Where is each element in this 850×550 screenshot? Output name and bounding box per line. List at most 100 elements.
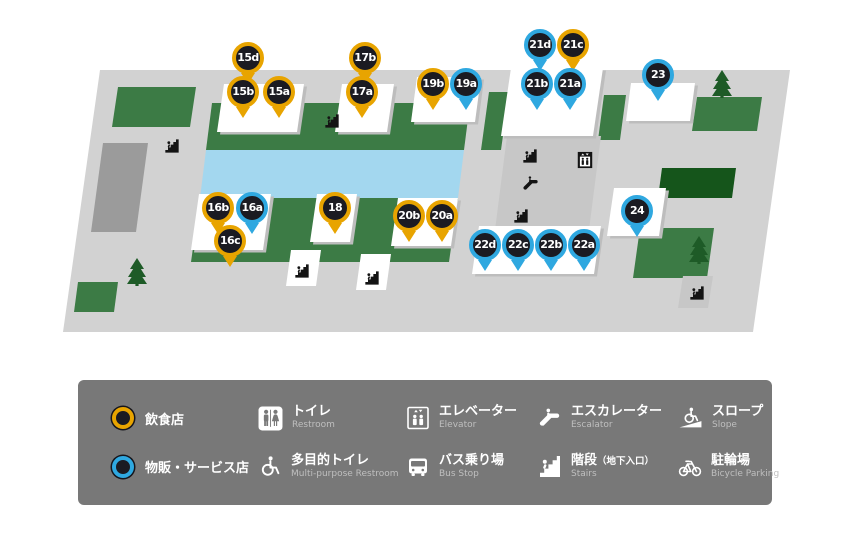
legend-item-label-en: Slope xyxy=(712,420,737,431)
pin-label: 20a xyxy=(431,209,454,222)
escalator-icon xyxy=(523,175,539,191)
pin-label: 23 xyxy=(650,68,666,81)
map-pin-16a[interactable]: 16a xyxy=(236,192,268,224)
corridor xyxy=(495,136,601,230)
dark-green-area xyxy=(658,168,736,198)
legend-item-label-en: Elevator xyxy=(439,420,477,431)
bus-icon xyxy=(406,455,430,479)
escalator-icon xyxy=(538,406,562,430)
building-23 xyxy=(626,83,698,124)
stairs-icon xyxy=(523,149,538,164)
legend-category-label: 飲食店 xyxy=(145,412,185,428)
map-pin-19b[interactable]: 19b xyxy=(417,68,449,100)
map-pin-19a[interactable]: 19a xyxy=(450,68,482,100)
pin-label: 21a xyxy=(559,77,582,90)
pin-label: 17b xyxy=(354,51,376,64)
map-pin-20b[interactable]: 20b xyxy=(393,200,425,232)
dark-gray-block xyxy=(91,143,148,232)
legend-item-label-en: Bus Stop xyxy=(439,468,479,479)
map-pin-15b[interactable]: 15b xyxy=(227,76,259,108)
pin-label: 18 xyxy=(327,201,343,214)
building-stub xyxy=(678,276,713,308)
map-pin-22a[interactable]: 22a xyxy=(568,229,600,261)
wheelchair-icon xyxy=(258,455,282,479)
building-stub xyxy=(356,254,391,290)
legend-item-label-jp-sub: （地下入口） xyxy=(597,455,655,467)
map-pin-24[interactable]: 24 xyxy=(621,195,653,227)
stairs-icon xyxy=(514,209,529,224)
legend-item-label-en: Stairs xyxy=(571,468,597,479)
elevator-icon xyxy=(577,151,593,169)
pin-label: 20b xyxy=(398,209,420,222)
legend-item-label-jp: 階段（地下入口） xyxy=(571,452,655,468)
tree-icon xyxy=(689,236,709,264)
stairs-icon xyxy=(295,264,310,279)
elevator-icon xyxy=(406,406,430,430)
legend-category-shop: 物販・サービス店 xyxy=(112,455,258,478)
map-pin-15d[interactable]: 15d xyxy=(232,42,264,74)
stairs-icon xyxy=(325,114,340,129)
pin-label: 21b xyxy=(526,77,548,90)
pin-label: 16b xyxy=(207,201,229,214)
map-pin-21a[interactable]: 21a xyxy=(554,68,586,100)
map-pin-22c[interactable]: 22c xyxy=(502,229,534,261)
bicycle-icon xyxy=(678,455,702,479)
building-21 xyxy=(501,68,606,139)
tree-icon xyxy=(712,70,732,98)
map-pin-18[interactable]: 18 xyxy=(319,192,351,224)
stairs-icon xyxy=(538,455,562,479)
tree-icon xyxy=(127,258,147,286)
pin-label: 22d xyxy=(474,238,496,251)
map-pin-21b[interactable]: 21b xyxy=(521,68,553,100)
pin-label: 21c xyxy=(562,38,584,51)
map-pin-21d[interactable]: 21d xyxy=(524,29,556,61)
map-pin-20a[interactable]: 20a xyxy=(426,200,458,232)
map-pin-22d[interactable]: 22d xyxy=(469,229,501,261)
legend-item-label-en: Multi-purpose Restroom xyxy=(291,468,399,479)
legend-item-label-en: Escalator xyxy=(571,420,613,431)
pin-label: 17a xyxy=(351,85,374,98)
pin-label: 24 xyxy=(629,204,645,217)
shop-pin-swatch xyxy=(112,455,134,478)
pin-label: 15b xyxy=(232,85,254,98)
map-pin-17b[interactable]: 17b xyxy=(349,42,381,74)
map-pin-21c[interactable]: 21c xyxy=(557,29,589,61)
legend-item-label-jp: エレベーター xyxy=(439,404,518,420)
slope-icon xyxy=(678,406,703,431)
legend-item-label-jp: エスカレーター xyxy=(571,404,663,420)
map-pin-16b[interactable]: 16b xyxy=(202,192,234,224)
legend-item-label-en: Restroom xyxy=(292,420,335,431)
map-pin-15a[interactable]: 15a xyxy=(263,76,295,108)
legend-item-text: 階段（地下入口）Stairs xyxy=(571,452,655,480)
map-pin-23[interactable]: 23 xyxy=(642,59,674,91)
map-pin-22b[interactable]: 22b xyxy=(535,229,567,261)
restroom-icon xyxy=(258,406,283,431)
stairs-icon xyxy=(165,139,180,154)
legend-item-label-jp: 多目的トイレ xyxy=(291,452,370,468)
legend-item-label-en: Bicycle Parking xyxy=(711,468,780,479)
map-pin-16c[interactable]: 16c xyxy=(214,225,246,257)
legend-category-food: 飲食店 xyxy=(112,407,258,430)
stairs-icon xyxy=(690,286,705,301)
legend-item-label-jp: 駐輪場 xyxy=(711,452,751,468)
pin-label: 21d xyxy=(529,38,551,51)
map-pin-17a[interactable]: 17a xyxy=(346,76,378,108)
legend-category-label: 物販・サービス店 xyxy=(145,461,250,477)
food-pin-swatch xyxy=(112,407,134,430)
legend-item-stairs: 階段（地下入口）Stairs xyxy=(538,452,678,480)
